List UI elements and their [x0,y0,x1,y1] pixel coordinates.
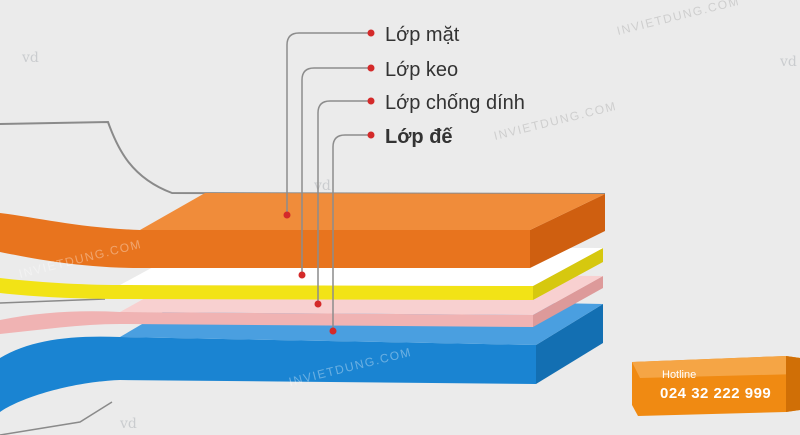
marker-dot [367,64,375,72]
label-adhesive-layer: Lớp keo [385,59,458,81]
marker-dot [329,327,337,335]
marker-dots [283,29,375,335]
watermark-logo: vd [21,50,39,66]
watermark-logo: vd [119,416,137,432]
marker-dot [367,29,375,37]
hotline-number[interactable]: 024 32 222 999 [660,385,771,402]
label-antistick-layer: Lớp chống dính [385,92,525,114]
leader-line-surface [286,32,371,215]
leader-line-base [332,134,371,331]
leader-line-antistick [317,100,371,304]
marker-dot [283,211,291,219]
sheet-outline-lower [0,298,106,304]
label-surface-layer: Lớp mặt [385,24,460,46]
watermark-text: INVIETDUNG.COM [615,0,741,38]
marker-dot [314,300,322,308]
watermark-logo: vd [779,54,797,70]
leader-line-adhesive [301,67,371,275]
hotline-badge[interactable]: Hotline 024 32 222 999 [632,356,800,416]
label-base-layer: Lớp đế [385,126,453,148]
watermark-logo: vd [313,178,331,194]
sheet-outline [0,120,606,195]
sheet-outline-bottom [0,401,113,435]
marker-dot [298,271,306,279]
hotline-title: Hotline [662,369,696,381]
surface-layer [0,193,605,268]
marker-dot [367,97,375,105]
marker-dot [367,131,375,139]
leader-lines [286,32,371,331]
